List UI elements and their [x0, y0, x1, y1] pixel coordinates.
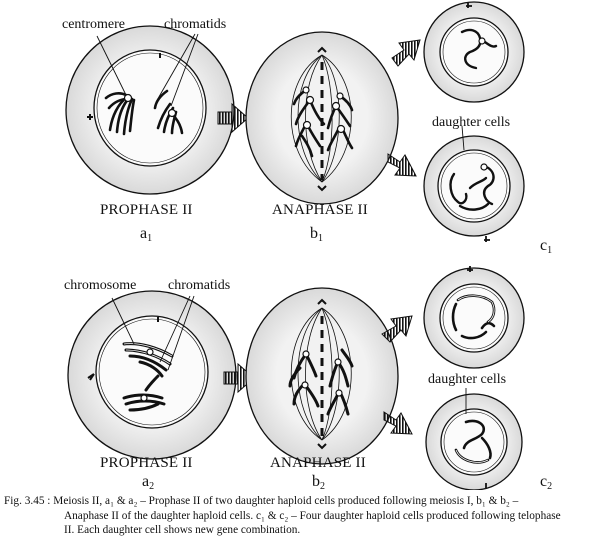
daughter-cell-c2-bottom: [425, 388, 523, 490]
daughter-cell-c1-bottom: [423, 125, 525, 242]
sublabel-c2: c2: [540, 473, 553, 492]
striped-arrow-icon: [381, 315, 413, 343]
prophase-ii-cell-a2: [67, 290, 237, 460]
anaphase-ii-label-bottom: ANAPHASE II: [270, 455, 366, 471]
striped-arrow-icon: [383, 411, 413, 435]
centromere-label: centromere: [62, 17, 125, 32]
caption-line-2: Anaphase II of the daughter haploid cell…: [64, 509, 561, 522]
prophase-ii-label-bottom: PROPHASE II: [100, 455, 193, 471]
prophase-ii-cell-a1: [65, 25, 235, 195]
caption-line-1: Fig. 3.45 : Meiosis II, a₁ & a₂ – Propha…: [4, 495, 519, 507]
sublabel-a2: a2: [142, 473, 155, 492]
chromatids-label-top: chromatids: [164, 17, 227, 32]
sublabel-a1: a1: [140, 225, 153, 244]
meiosis-ii-diagram: [65, 1, 525, 490]
daughter-cell-c2-top: [423, 266, 525, 369]
prophase-ii-label-top: PROPHASE II: [100, 202, 193, 218]
anaphase-ii-cell-b1: [245, 31, 399, 205]
daughter-cell-c1-top: [423, 1, 525, 103]
daughter-cells-label-top: daughter cells: [432, 115, 511, 130]
sublabel-c1: c1: [540, 237, 553, 256]
daughter-cells-label-bottom: daughter cells: [428, 372, 507, 387]
caption-line-3: II. Each daughter cell shows new gene co…: [64, 524, 301, 536]
chromosome-label: chromosome: [64, 278, 137, 293]
striped-arrow-icon: [391, 39, 421, 67]
sublabel-b1: b1: [310, 225, 323, 244]
anaphase-ii-cell-b2: [245, 287, 399, 465]
figure-caption: Fig. 3.45 : Meiosis II, a₁ & a₂ – Propha…: [4, 494, 610, 538]
chromatids-label-bottom: chromatids: [168, 278, 231, 293]
anaphase-ii-label-top: ANAPHASE II: [272, 202, 368, 218]
striped-arrow-icon: [387, 153, 417, 177]
sublabel-b2: b2: [312, 473, 325, 492]
striped-arrow-icon: [217, 102, 249, 134]
